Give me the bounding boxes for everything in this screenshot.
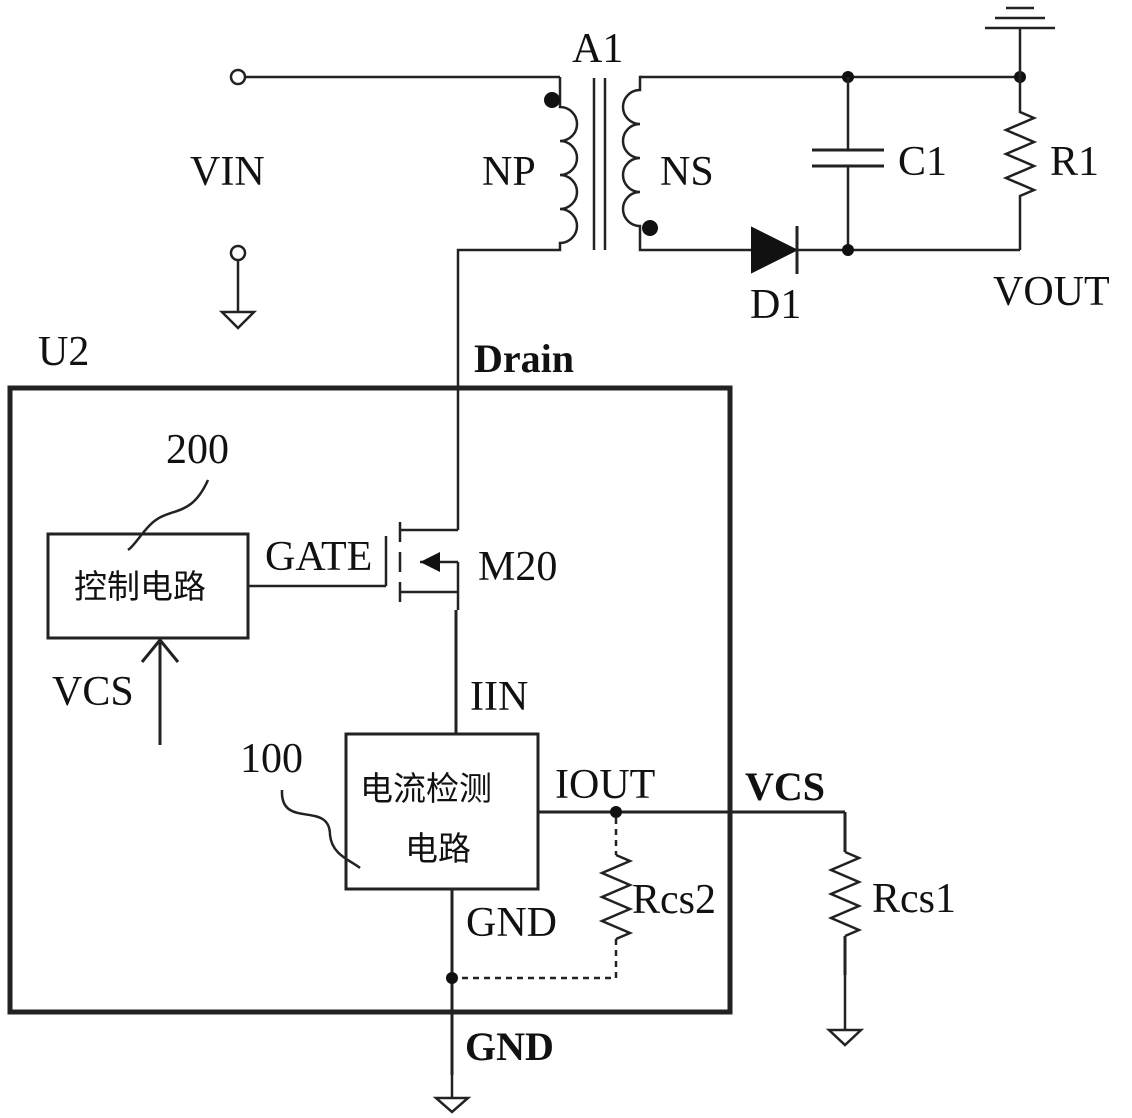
diode-label: D1: [750, 282, 801, 328]
control-ref-label: 200: [166, 427, 229, 473]
vin-terminal-bottom: [231, 246, 245, 260]
control-circuit-label: 控制电路: [74, 567, 206, 606]
gate-label: GATE: [265, 534, 372, 580]
gnd-inner-label: GND: [466, 900, 557, 946]
rcs1-ground-symbol: [829, 1030, 861, 1045]
control-ref-leader: [128, 480, 208, 550]
vin-terminal-top: [231, 70, 245, 84]
rcs2-label: Rcs2: [632, 877, 716, 923]
vcs-output-label: VCS: [745, 764, 825, 809]
detect-ref-label: 100: [240, 736, 303, 782]
current-detect-label-2: 电路: [405, 829, 471, 868]
vout-label: VOUT: [993, 269, 1110, 315]
capacitor-label: C1: [898, 139, 947, 185]
secondary-label: NS: [660, 149, 714, 195]
primary-label: NP: [482, 149, 536, 195]
iin-label: IIN: [470, 674, 528, 720]
vcs-input-label: VCS: [52, 669, 134, 715]
junction-iout: [610, 806, 622, 818]
gnd-outer-label: GND: [465, 1024, 554, 1069]
mosfet-body-arrow: [420, 552, 440, 572]
chip-label: U2: [38, 329, 89, 375]
vin-label: VIN: [190, 149, 265, 195]
resistor-rcs2: [602, 855, 630, 939]
drain-label: Drain: [474, 336, 574, 381]
secondary-polarity-dot: [642, 220, 658, 236]
iout-label: IOUT: [555, 762, 655, 808]
resistor-r1: [1006, 77, 1034, 250]
rcs1-label: Rcs1: [872, 876, 956, 922]
detect-ref-leader: [282, 790, 360, 868]
diode-d1-body: [752, 228, 796, 272]
primary-winding: [458, 77, 577, 508]
resistor-r1-label: R1: [1050, 139, 1099, 185]
junction-gnd: [446, 972, 458, 984]
transformer-label: A1: [572, 26, 623, 72]
primary-polarity-dot: [544, 92, 560, 108]
current-detect-label-1: 电流检测: [360, 769, 492, 808]
junction-c1-bottom: [842, 244, 854, 256]
mosfet-label: M20: [478, 544, 557, 590]
resistor-rcs1: [831, 852, 859, 936]
gnd-outer-symbol: [436, 1098, 468, 1112]
vin-ground-symbol: [222, 312, 254, 328]
